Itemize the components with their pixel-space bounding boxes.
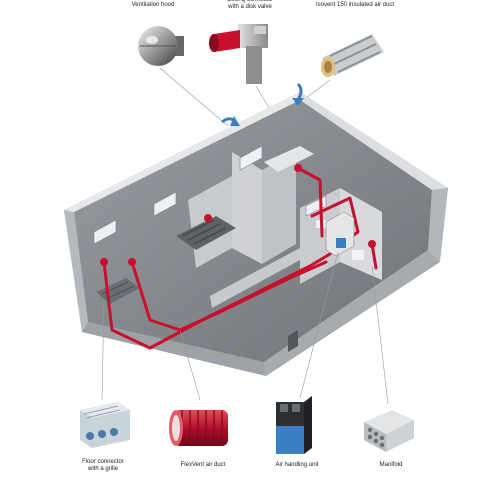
airflow-arrow-left [221,116,240,127]
floor-connector-icon [80,402,130,448]
building-floorplan [64,92,448,376]
ceiling-connector-icon [209,24,268,84]
caption-floor-connector: Floor connector with a grille [82,459,124,472]
leader-lines-bottom [101,251,389,405]
insulated-duct-icon [321,34,384,77]
caption-insulated-duct: Isovent 150 insulated air duct [315,2,395,8]
caption-air-handling-unit: Air handling unit [275,462,319,468]
ventilation-hood-icon [138,26,184,66]
air-handling-unit-on-plan [325,211,355,257]
caption-ventilation-hood: Ventilation hood [131,2,175,8]
flexvent-duct-icon [169,410,228,446]
manifold-icon [364,410,414,452]
airflow-arrow-right [292,82,304,106]
caption-manifold: Manifold [379,462,403,468]
caption-ceiling-connector: Ceiling connector with a disk valve [226,0,274,10]
duct-connectors [100,164,376,266]
caption-flexvent-duct: FlexVent air duct [180,462,226,468]
air-handling-unit-icon [276,396,312,454]
